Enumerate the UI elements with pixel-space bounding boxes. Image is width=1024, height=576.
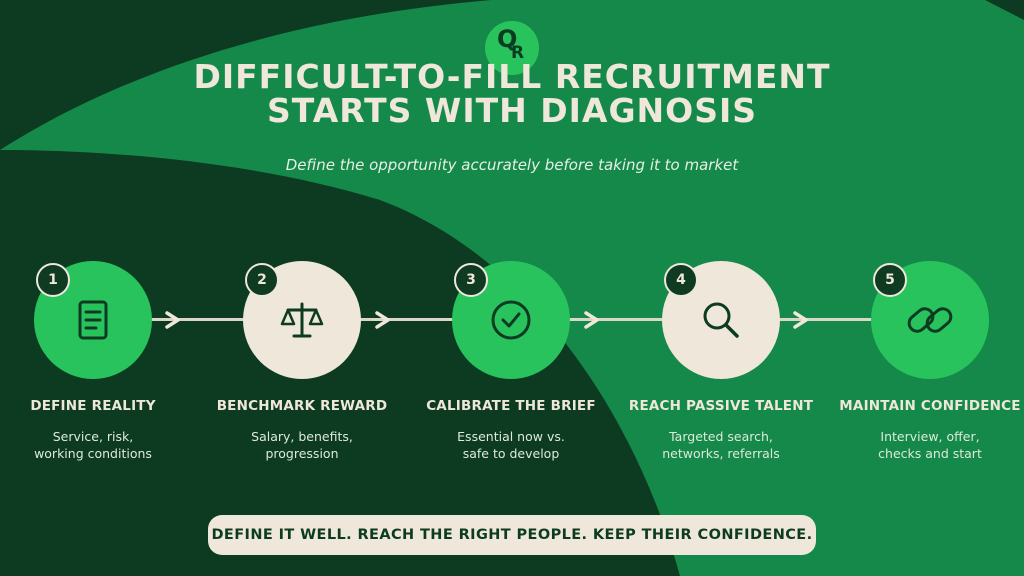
arrow-right-icon bbox=[165, 311, 180, 329]
page-subtitle: Define the opportunity accurately before… bbox=[285, 156, 739, 174]
step-3-description: Essential now vs. safe to develop bbox=[411, 428, 611, 462]
brand-logo: Q R bbox=[485, 21, 539, 75]
step-2-number: 2 bbox=[245, 263, 279, 297]
step-5-desc-line-2: checks and start bbox=[878, 446, 982, 461]
step-1-number: 1 bbox=[36, 263, 70, 297]
step-4-description: Targeted search, networks, referrals bbox=[621, 428, 821, 462]
step-2-desc-line-1: Salary, benefits, bbox=[251, 429, 353, 444]
title-line-2: STARTS WITH DIAGNOSIS bbox=[266, 91, 758, 130]
step-1-desc-line-2: working conditions bbox=[34, 446, 152, 461]
step-1-title: DEFINE REALITY bbox=[30, 398, 156, 414]
step-4-number: 4 bbox=[664, 263, 698, 297]
search-icon bbox=[703, 302, 739, 338]
step-2-desc-line-2: progression bbox=[265, 446, 339, 461]
step-5-description: Interview, offer, checks and start bbox=[830, 428, 1024, 462]
arrow-right-icon bbox=[375, 311, 390, 329]
step-5-title: MAINTAIN CONFIDENCE bbox=[839, 398, 1021, 414]
scales-icon bbox=[280, 302, 324, 338]
step-2-description: Salary, benefits, progression bbox=[202, 428, 402, 462]
step-2-title: BENCHMARK REWARD bbox=[216, 398, 388, 414]
tagline-text: DEFINE IT WELL. REACH THE RIGHT PEOPLE. … bbox=[211, 527, 813, 543]
logo-letter-q: Q bbox=[497, 25, 518, 53]
step-5-number: 5 bbox=[873, 263, 907, 297]
link-icon bbox=[907, 307, 953, 333]
step-4-title: REACH PASSIVE TALENT bbox=[628, 398, 814, 414]
page-title: DIFFICULT-TO-FILL RECRUITMENT STARTS WIT… bbox=[100, 60, 924, 128]
step-4-desc-line-2: networks, referrals bbox=[662, 446, 780, 461]
arrow-right-icon bbox=[793, 311, 808, 329]
arrow-right-icon bbox=[584, 311, 599, 329]
check-circle-icon bbox=[491, 300, 531, 340]
document-icon bbox=[78, 300, 108, 340]
title-line-1: DIFFICULT-TO-FILL RECRUITMENT bbox=[193, 57, 831, 96]
step-3-desc-line-2: safe to develop bbox=[462, 446, 560, 461]
step-5-desc-line-1: Interview, offer, bbox=[880, 429, 980, 444]
step-3-desc-line-1: Essential now vs. bbox=[457, 429, 565, 444]
logo-letter-r: R bbox=[511, 43, 525, 63]
step-3-number: 3 bbox=[454, 263, 488, 297]
step-1-desc-line-1: Service, risk, bbox=[52, 429, 134, 444]
step-3-title: CALIBRATE THE BRIEF bbox=[426, 398, 596, 414]
step-4-desc-line-1: Targeted search, bbox=[669, 429, 773, 444]
tagline-banner: DEFINE IT WELL. REACH THE RIGHT PEOPLE. … bbox=[208, 515, 816, 555]
step-1-description: Service, risk, working conditions bbox=[0, 428, 193, 462]
